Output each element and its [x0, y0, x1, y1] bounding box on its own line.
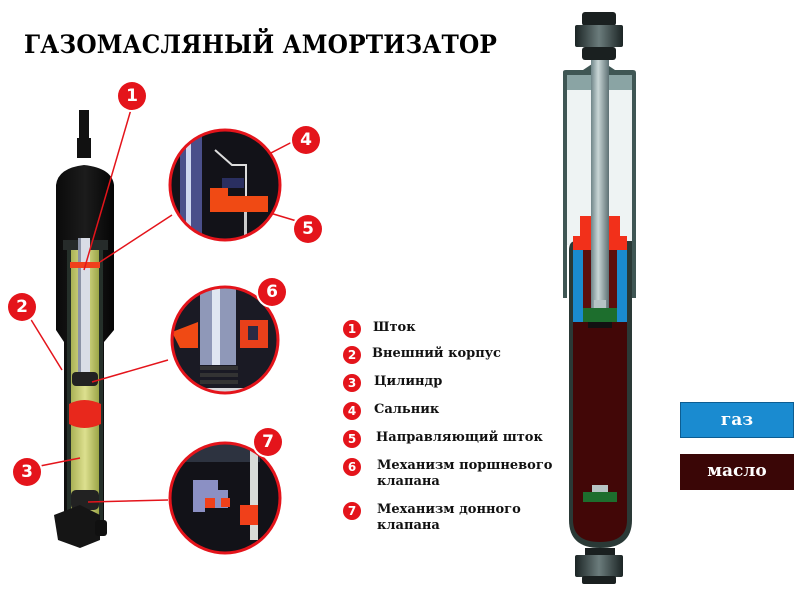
legend-item-6: 6 Механизм поршневого клапана [343, 458, 552, 490]
legend-badge: 5 [343, 430, 361, 448]
legend-label-line1: Механизм донного [377, 502, 521, 517]
legend-item-3: 3 Цилиндр [343, 374, 442, 392]
legend-label: Цилиндр [374, 374, 443, 389]
legend-badge: 1 [343, 320, 361, 338]
detail-circle-base-valve [170, 443, 280, 553]
leader-lines [29, 105, 301, 503]
legend-item-5: 5 Направляющий шток [343, 430, 543, 448]
legend-badge: 4 [343, 402, 361, 420]
legend-label: Внешний корпус [372, 346, 501, 361]
legend-badge: 3 [343, 374, 361, 392]
right-shock-absorber [563, 12, 636, 584]
legend-label-line1: Механизм поршневого [377, 458, 553, 473]
legend-badge: 7 [343, 502, 361, 520]
marker-4: 4 [292, 126, 320, 154]
legend-item-1: 1 Шток [343, 320, 416, 338]
legend-label: Направляющий шток [376, 430, 543, 445]
legend-label: Механизм донного клапана [377, 502, 521, 534]
legend-label: Шток [373, 320, 416, 335]
detail-circle-seal [170, 130, 280, 240]
marker-1: 1 [118, 82, 146, 110]
legend-label: Сальник [374, 402, 440, 417]
left-shock-absorber [54, 110, 114, 548]
key-oil: масло [680, 454, 794, 490]
legend-badge: 2 [343, 346, 361, 364]
diagram-title: ГАЗОМАСЛЯНЫЙ АМОРТИЗАТОР [24, 30, 498, 59]
legend-item-2: 2 Внешний корпус [343, 346, 501, 364]
detail-circle-piston-valve [172, 287, 278, 393]
legend-label-line2: клапана [377, 518, 440, 533]
marker-2: 2 [8, 293, 36, 321]
key-gas: газ [680, 402, 794, 438]
marker-7: 7 [254, 428, 282, 456]
legend-label-line2: клапана [377, 474, 440, 489]
legend-item-7: 7 Механизм донного клапана [343, 502, 521, 534]
marker-6: 6 [258, 278, 286, 306]
marker-5: 5 [294, 215, 322, 243]
legend-badge: 6 [343, 458, 361, 476]
legend-label: Механизм поршневого клапана [377, 458, 552, 490]
marker-3: 3 [13, 458, 41, 486]
legend-item-4: 4 Сальник [343, 402, 439, 420]
